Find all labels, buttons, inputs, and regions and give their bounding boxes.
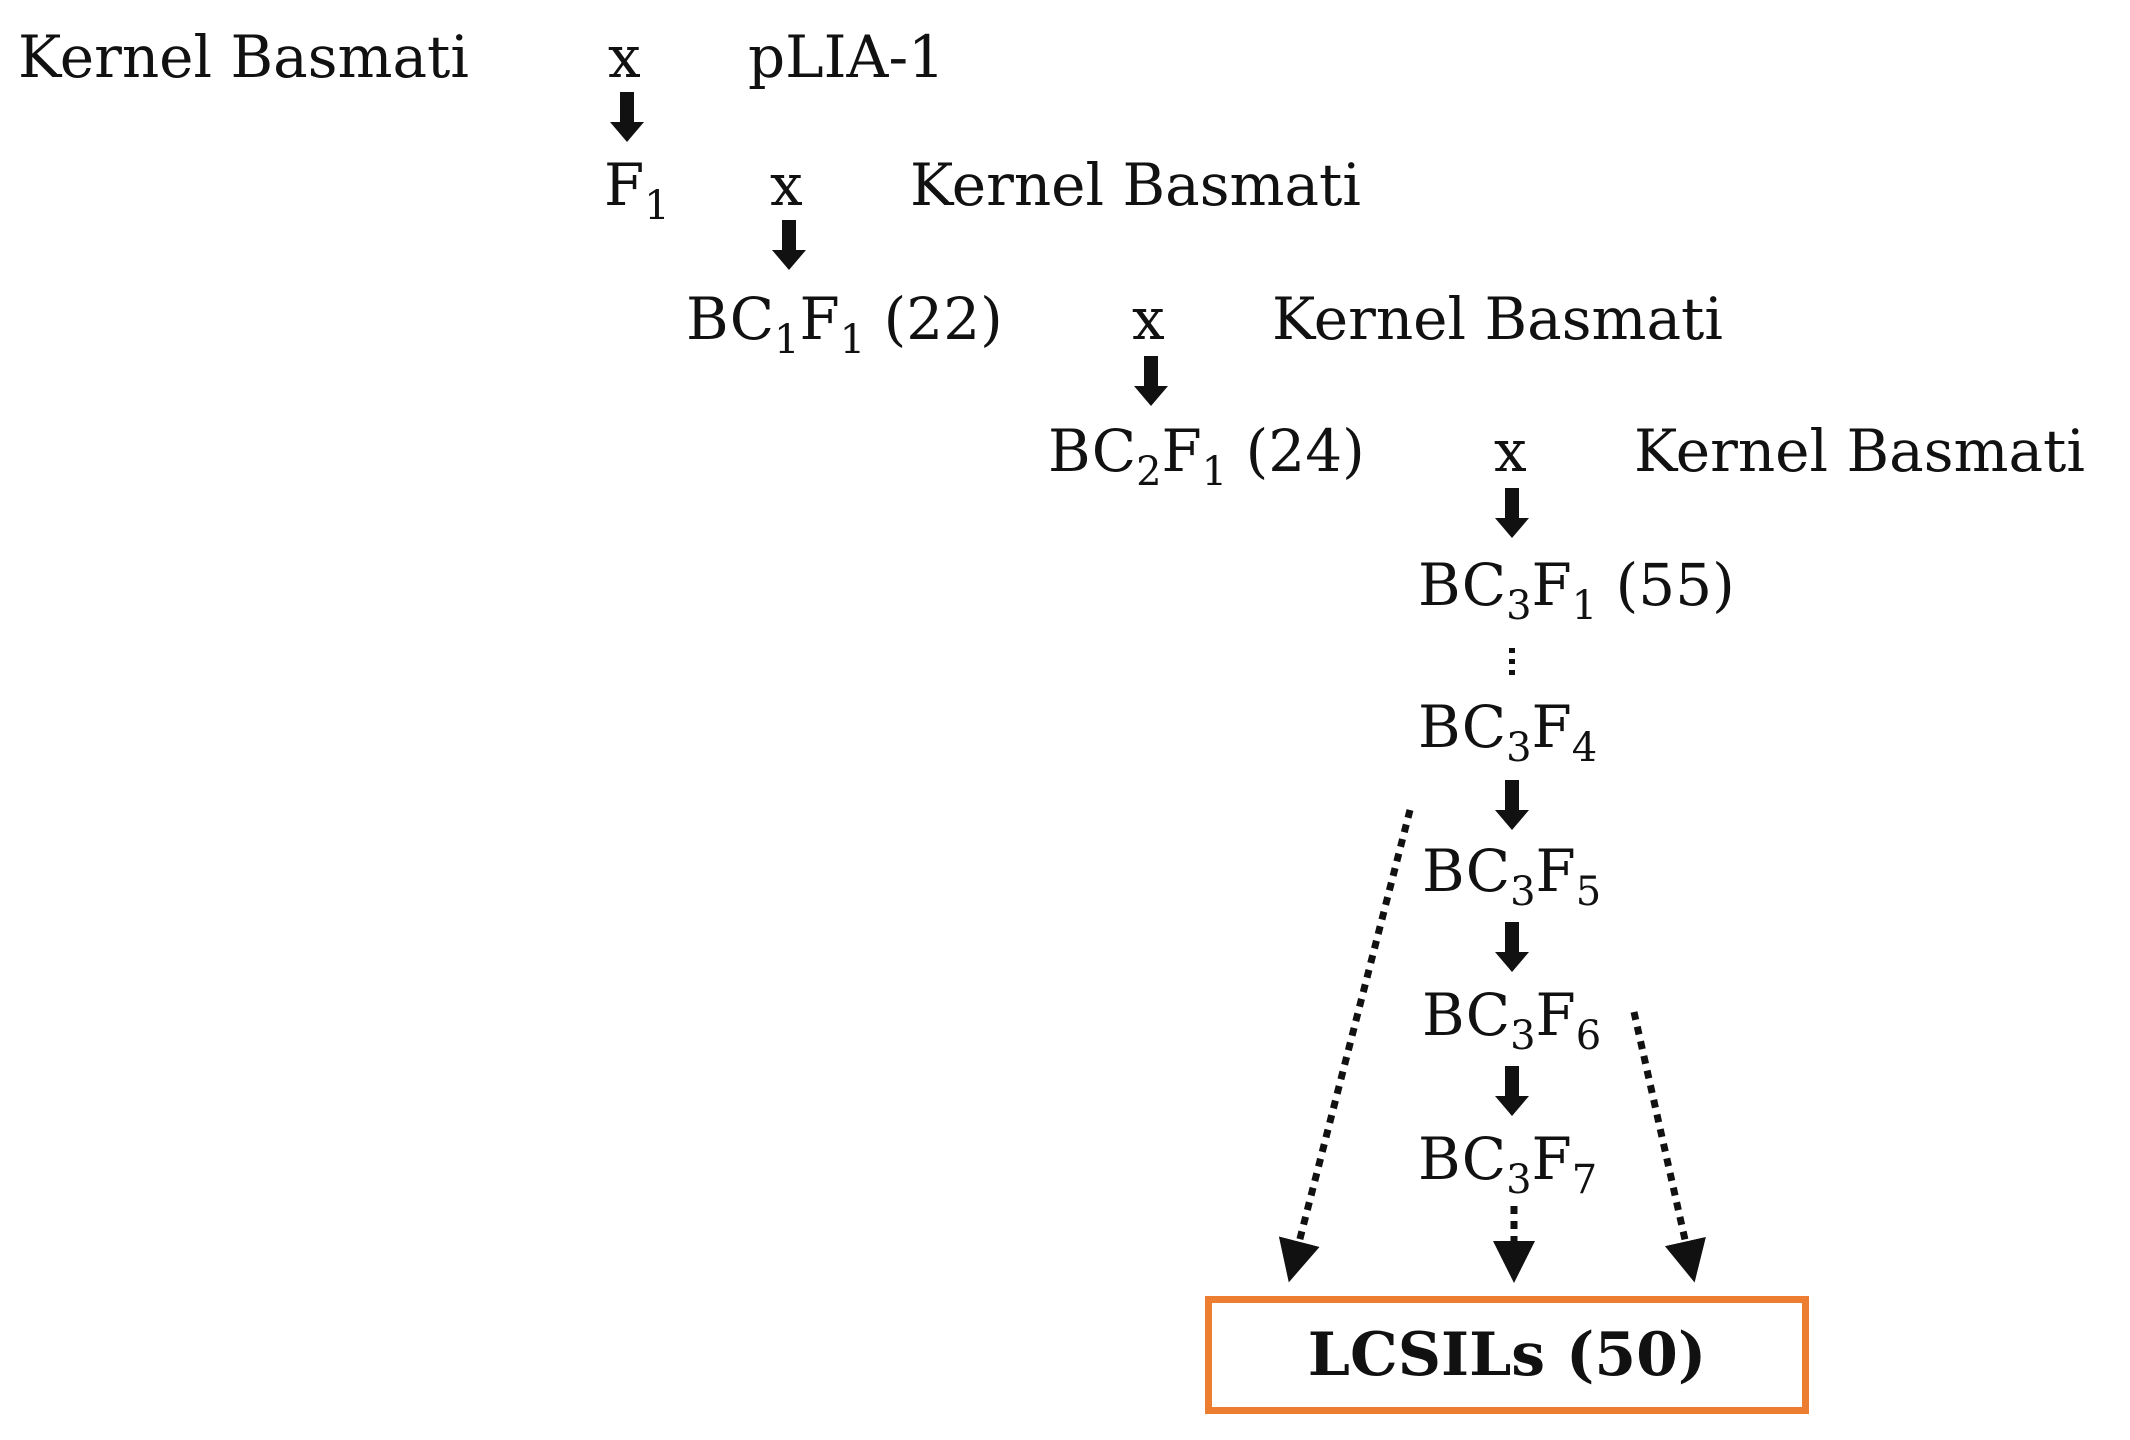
arrow-down-icon: [1495, 922, 1529, 972]
arrow-down-icon: [1134, 356, 1168, 406]
parent-kernel-basmati: Kernel Basmati: [1272, 285, 1723, 353]
generation-bc3f6: BC3F6: [1422, 981, 1602, 1059]
arrow-down-icon: [772, 220, 806, 270]
parent-kernel-basmati: Kernel Basmati: [910, 151, 1361, 219]
generation-bc3f5: BC3F5: [1422, 837, 1602, 915]
generation-bc3f4: BC3F4: [1418, 693, 1598, 771]
parent-plia-1: pLIA-1: [748, 23, 945, 91]
dotted-arrow-right: [1630, 1011, 1706, 1283]
final-lines-box: LCSILs (50): [1205, 1296, 1809, 1414]
generation-f1: F1: [604, 151, 670, 229]
cross-symbol: x: [608, 23, 641, 91]
arrow-down-icon: [1495, 780, 1529, 830]
arrow-down-icon: [1495, 1066, 1529, 1116]
cross-symbol: x: [1494, 417, 1527, 485]
generation-bc2f1: BC2F1 (24): [1048, 417, 1365, 495]
solid-arrows: [610, 92, 1529, 1116]
generation-bc3f1: BC3F1 (55): [1418, 551, 1735, 629]
parent-kernel-basmati: Kernel Basmati: [18, 23, 469, 91]
final-lines-label: LCSILs (50): [1307, 1320, 1707, 1390]
dotted-arrow-left: [1278, 809, 1414, 1283]
arrow-down-icon: [1495, 488, 1529, 538]
parent-kernel-basmati: Kernel Basmati: [1634, 417, 2085, 485]
arrow-down-icon: [610, 92, 644, 142]
cross-symbol: x: [770, 151, 803, 219]
generation-bc3f7: BC3F7: [1418, 1125, 1598, 1203]
cross-symbol: x: [1132, 285, 1165, 353]
generation-bc1f1: BC1F1 (22): [686, 285, 1003, 363]
